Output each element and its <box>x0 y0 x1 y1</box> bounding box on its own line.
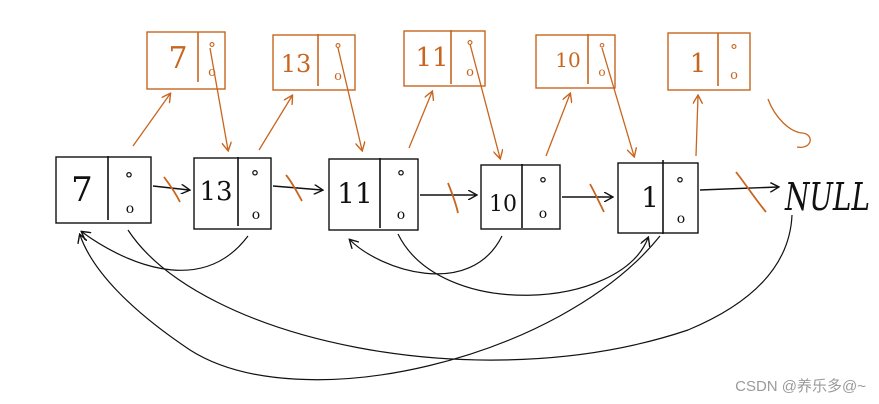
next-pointer-dot: ° <box>397 167 406 188</box>
next-arrow-5-null <box>699 187 778 190</box>
arrow-copy13-to-11 <box>337 47 362 150</box>
random-curve-13-to-7 <box>82 232 249 271</box>
copy-node-1: 7 ° o <box>146 31 226 90</box>
node-value: 1 <box>641 181 659 214</box>
arrow-copy11-to-10 <box>469 43 500 158</box>
copy-node-4: 10 ° o <box>535 34 616 89</box>
random-curve-1-to-7 <box>80 235 661 381</box>
arrow-13-to-copy13 <box>258 96 292 151</box>
copy-link-arrows <box>132 43 811 158</box>
node-value: 11 <box>415 43 448 73</box>
node-value: 11 <box>337 177 373 210</box>
random-pointer-dot: o <box>466 65 474 80</box>
arrow-copy1-to-null <box>767 98 811 148</box>
arrow-copy10-to-1 <box>601 47 634 156</box>
random-pointer-dot: o <box>397 207 405 223</box>
cut-marks <box>163 171 767 214</box>
node-value: 10 <box>555 48 580 72</box>
node-value: 13 <box>199 177 232 207</box>
next-arrows <box>152 186 778 197</box>
next-arrow-2-3 <box>272 186 322 190</box>
next-pointer-dot: ° <box>251 167 260 188</box>
arrow-copy7-to-13 <box>209 47 228 150</box>
random-pointer-dot: o <box>730 68 738 83</box>
null-label: NULL <box>784 175 870 219</box>
next-pointer-dot: ° <box>125 169 134 190</box>
list-node-4: 10 ° o <box>480 164 561 230</box>
next-pointer-dot: ° <box>539 174 548 195</box>
cut-mark-4 <box>589 183 605 213</box>
next-pointer-dot: ° <box>730 41 738 60</box>
cut-mark-1 <box>163 176 181 203</box>
list-node-1: 7 ° o <box>55 156 152 224</box>
arrow-1-to-copy1 <box>696 96 698 157</box>
copy-node-3: 11 ° o <box>403 30 486 87</box>
random-pointer-dot: o <box>126 201 134 217</box>
cut-mark-5 <box>735 171 767 213</box>
copy-node-5: 1 ° o <box>667 32 751 91</box>
node-value: 7 <box>71 170 93 210</box>
node-value: 1 <box>690 49 707 79</box>
arrow-10-to-copy10 <box>545 94 570 157</box>
random-pointer-dot: o <box>334 69 342 84</box>
list-node-3: 11 ° o <box>328 158 419 231</box>
node-value: 10 <box>489 192 517 217</box>
list-node-5: 1 ° o <box>617 160 699 234</box>
random-pointer-dot: o <box>598 65 605 79</box>
cut-mark-3 <box>447 182 459 214</box>
arrow-11-to-copy11 <box>408 92 432 149</box>
node-value: 7 <box>168 41 187 76</box>
cut-mark-2 <box>285 174 303 202</box>
random-curve-10-to-11 <box>350 235 503 275</box>
random-curve-7-to-null <box>127 214 793 361</box>
random-curve-11-to-1 <box>397 233 648 296</box>
list-node-2: 13 ° o <box>193 157 272 230</box>
random-pointer-curves <box>80 214 793 381</box>
random-pointer-dot: o <box>539 206 547 222</box>
node-value: 13 <box>281 50 312 78</box>
next-pointer-dot: ° <box>208 39 216 58</box>
random-pointer-dot: o <box>252 207 260 223</box>
arrow-7-to-copy7 <box>132 94 170 147</box>
random-pointer-dot: o <box>208 65 216 80</box>
watermark-text: CSDN @养乐多@~ <box>735 378 866 395</box>
random-pointer-dot: o <box>677 211 685 227</box>
next-pointer-dot: ° <box>676 174 685 195</box>
copy-node-2: 13 ° o <box>272 34 356 91</box>
